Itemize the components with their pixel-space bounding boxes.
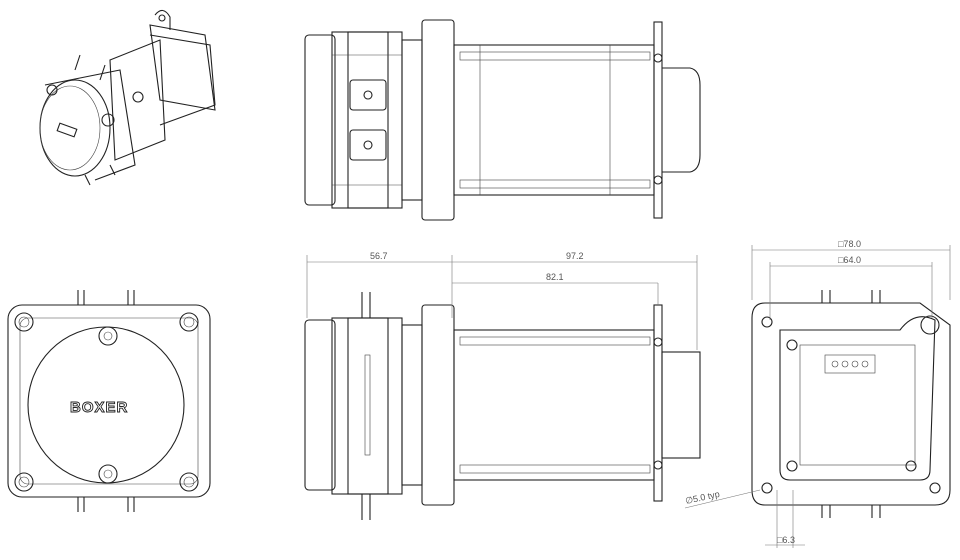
dimension-overall-length: 97.2: [566, 251, 584, 261]
rear-view: □78.0 □64.0 ∅5.0 typ □6.3: [684, 239, 951, 548]
front-view: BOXER: [7, 290, 211, 512]
dimension-flange-width: 56.7: [370, 251, 388, 261]
dimension-hole-spacing: □64.0: [838, 255, 861, 265]
iso-brand-label: [56, 122, 78, 138]
side-view-top: [304, 19, 701, 221]
side-view-bottom: 56.7 97.2 82.1: [304, 251, 701, 520]
dimension-motor-length: 82.1: [546, 272, 564, 282]
isometric-view: [39, 9, 216, 186]
brand-logo: BOXER: [70, 399, 128, 416]
dimension-hole-diameter: ∅5.0 typ: [684, 489, 720, 506]
dimension-outer-square: □78.0: [838, 239, 861, 249]
dimension-slot-width: □6.3: [777, 535, 795, 545]
